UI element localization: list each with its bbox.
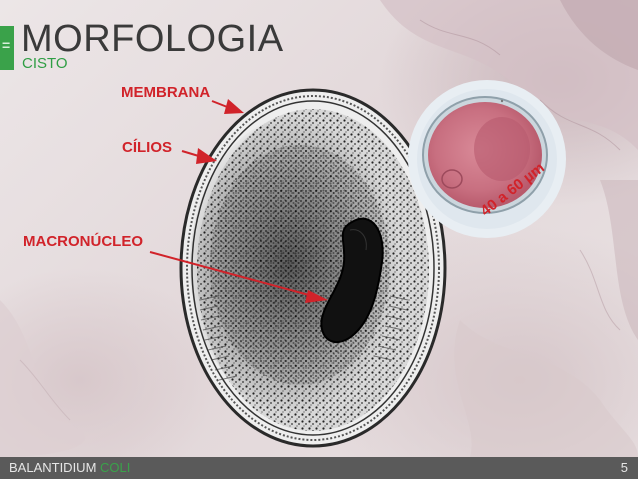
label-cilios: CÍLIOS: [122, 139, 173, 156]
footer-bar: BALANTIDIUM COLI 5: [0, 457, 638, 479]
footer-subject-prefix: BALANTIDIUM: [9, 460, 97, 475]
footer-subject: BALANTIDIUM COLI: [9, 461, 130, 475]
microscope-photo: [408, 80, 566, 238]
title-accent-bar: =: [0, 26, 14, 70]
page-number: 5: [620, 460, 628, 475]
slide-title: MORFOLOGIA: [21, 18, 284, 60]
label-macronucleo: MACRONÚCLEO: [23, 233, 143, 250]
footer-subject-highlight: COLI: [100, 460, 131, 475]
equals-icon: =: [2, 37, 11, 53]
slide-subtitle: CISTO: [22, 55, 68, 72]
label-membrana: MEMBRANA: [121, 84, 211, 101]
